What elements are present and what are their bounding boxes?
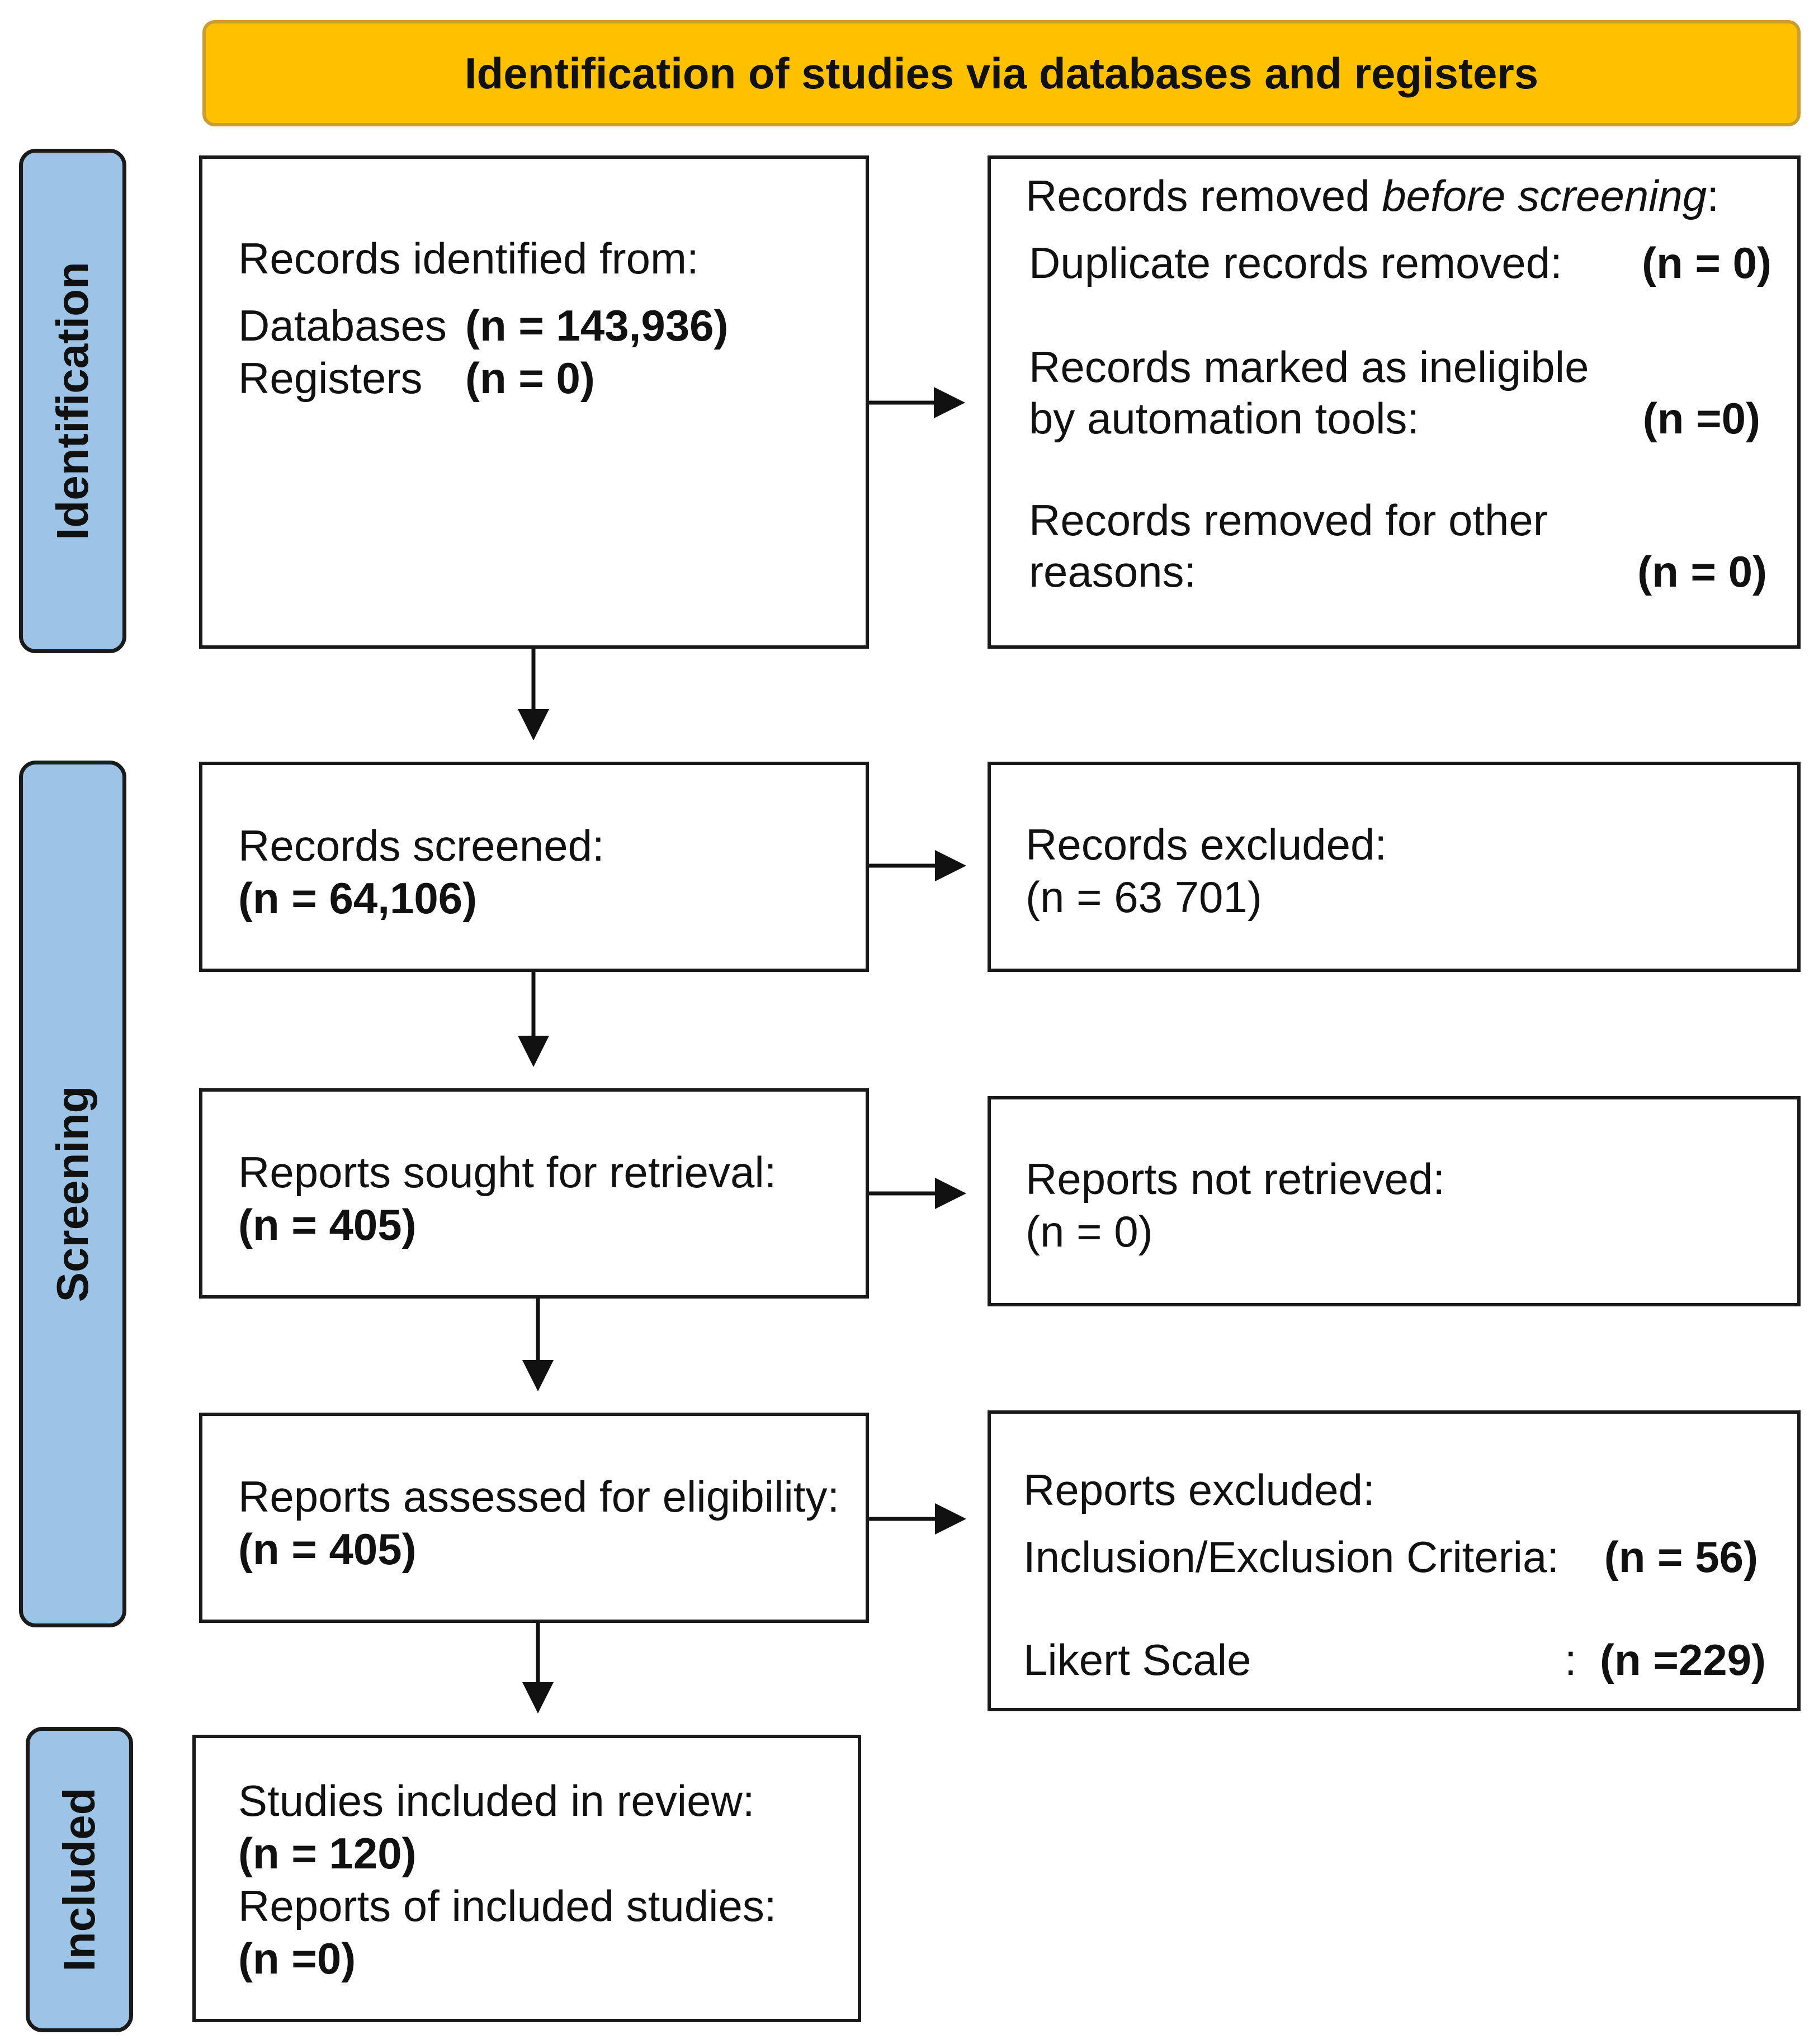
records-screened-box: Records screened: (n = 64,106) <box>199 762 869 972</box>
records-excluded-value: (n = 63 701) <box>1026 872 1262 922</box>
duplicates-value: (n = 0) <box>1642 238 1772 287</box>
banner-title: Identification of studies via databases … <box>464 48 1539 98</box>
records-excluded-label: Records excluded: <box>1026 820 1387 869</box>
phase-identification: Identification <box>19 149 126 653</box>
records-excluded-box: Records excluded: (n = 63 701) <box>988 762 1801 972</box>
reports-excluded-box: Reports excluded: Inclusion/Exclusion Cr… <box>988 1410 1801 1711</box>
likert-colon: : <box>1565 1635 1577 1684</box>
studies-included-label: Studies included in review: <box>238 1776 755 1825</box>
reports-assessed-label: Reports assessed for eligibility: <box>238 1472 840 1521</box>
other-value: (n = 0) <box>1637 547 1767 596</box>
records-removed-box: Records removed before screening: Duplic… <box>988 155 1801 649</box>
databases-value: (n = 143,936) <box>465 301 729 350</box>
reports-not-retrieved-label: Reports not retrieved: <box>1026 1154 1445 1203</box>
reports-sought-box: Reports sought for retrieval: (n = 405) <box>199 1088 869 1299</box>
phase-included: Included <box>26 1727 133 2032</box>
records-removed-heading-italic: before screening <box>1382 171 1707 220</box>
ineligible-value: (n =0) <box>1642 394 1760 443</box>
studies-included-box: Studies included in review: (n = 120) Re… <box>192 1735 861 2022</box>
likert-value: (n =229) <box>1600 1635 1766 1684</box>
reports-sought-value: (n = 405) <box>238 1200 417 1249</box>
databases-label: Databases <box>238 301 447 350</box>
registers-value: (n = 0) <box>465 353 595 403</box>
records-screened-value: (n = 64,106) <box>238 874 478 923</box>
duplicates-label: Duplicate records removed: <box>1029 238 1562 287</box>
likert-label: Likert Scale <box>1023 1635 1251 1684</box>
studies-included-value: (n = 120) <box>238 1829 417 1878</box>
identification-banner: Identification of studies via databases … <box>202 20 1801 126</box>
criteria-value: (n = 56) <box>1604 1532 1758 1582</box>
records-identified-box: Records identified from: Databases (n = … <box>199 155 869 649</box>
ineligible-line2: by automation tools: <box>1029 394 1420 443</box>
reports-not-retrieved-box: Reports not retrieved: (n = 0) <box>988 1096 1801 1306</box>
criteria-label: Inclusion/Exclusion Criteria: <box>1023 1532 1560 1582</box>
reports-included-value: (n =0) <box>238 1934 356 1983</box>
reports-assessed-box: Reports assessed for eligibility: (n = 4… <box>199 1413 869 1623</box>
records-identified-heading: Records identified from: <box>238 234 699 283</box>
records-removed-heading-suffix: : <box>1707 171 1719 220</box>
reports-included-label: Reports of included studies: <box>238 1881 777 1930</box>
records-removed-heading: Records removed before screening: <box>1026 170 1719 223</box>
registers-label: Registers <box>238 353 423 403</box>
reports-sought-label: Reports sought for retrieval: <box>238 1148 777 1197</box>
records-screened-label: Records screened: <box>238 821 604 870</box>
reports-assessed-value: (n = 405) <box>238 1524 417 1574</box>
records-removed-heading-prefix: Records removed <box>1026 171 1382 220</box>
other-line1: Records removed for other <box>1029 495 1548 545</box>
other-line2: reasons: <box>1029 547 1197 596</box>
reports-not-retrieved-value: (n = 0) <box>1026 1207 1153 1256</box>
ineligible-line1: Records marked as ineligible <box>1029 342 1589 391</box>
phase-screening: Screening <box>19 761 126 1627</box>
reports-excluded-heading: Reports excluded: <box>1023 1465 1375 1514</box>
